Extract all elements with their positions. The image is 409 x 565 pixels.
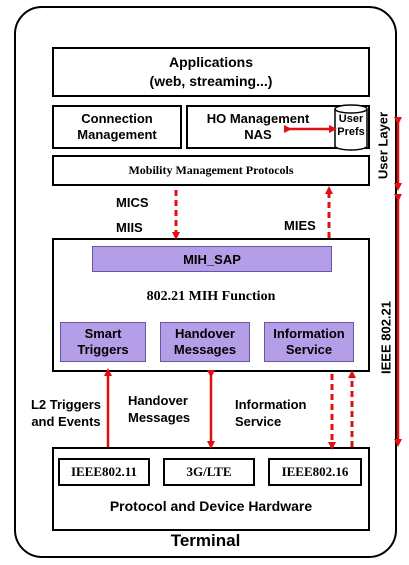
user-prefs-label: User Prefs bbox=[337, 113, 365, 138]
mobility-protocols-box: Mobility Management Protocols bbox=[52, 155, 370, 186]
applications-title: Applications bbox=[168, 54, 253, 70]
terminal-label: Terminal bbox=[170, 531, 241, 550]
hardware-label: Protocol and Device Hardware bbox=[109, 498, 313, 514]
ho-management-line1: HO Management bbox=[206, 111, 310, 126]
handover-messages-box-line1: Handover bbox=[175, 326, 235, 341]
information-service-label: Information Service bbox=[235, 397, 307, 429]
mih-sap-label: MIH_SAP bbox=[183, 251, 241, 267]
handover-messages-label: Handover Messages bbox=[128, 393, 191, 425]
smart-triggers-line2: Triggers bbox=[77, 342, 129, 357]
information-service-box-line2: Service bbox=[285, 342, 333, 357]
mih-function-title: 802.21 MIH Function bbox=[146, 289, 276, 304]
mih-sap-box: MIH_SAP bbox=[92, 246, 332, 272]
lte-label: 3G/LTE bbox=[186, 464, 232, 479]
mobility-protocols-label: Mobility Management Protocols bbox=[128, 163, 294, 177]
l2-triggers-label: L2 Triggers and Events bbox=[30, 397, 102, 429]
ho-management-line2: NAS bbox=[244, 127, 272, 142]
handover-messages-box-line2: Messages bbox=[173, 342, 237, 357]
information-service-box: Information Service bbox=[264, 322, 354, 362]
connection-management-line1: Connection bbox=[81, 111, 153, 126]
handover-messages-box: Handover Messages bbox=[160, 322, 250, 362]
connection-management-box: Connection Management bbox=[52, 105, 182, 149]
ieee80211-box: IEEE802.11 bbox=[58, 458, 150, 486]
lte-box: 3G/LTE bbox=[163, 458, 255, 486]
information-service-box-line1: Information bbox=[273, 326, 345, 341]
connection-management-line2: Management bbox=[77, 127, 157, 142]
ieee80216-label: IEEE802.16 bbox=[281, 464, 349, 479]
smart-triggers-line1: Smart bbox=[84, 326, 122, 341]
mies-label: MIES bbox=[284, 218, 316, 233]
miis-label: MIIS bbox=[116, 220, 143, 235]
ieee80216-box: IEEE802.16 bbox=[268, 458, 362, 486]
applications-box: Applications (web, streaming...) bbox=[52, 47, 370, 97]
mics-label: MICS bbox=[116, 195, 149, 210]
smart-triggers-box: Smart Triggers bbox=[60, 322, 146, 362]
ieee80211-label: IEEE802.11 bbox=[70, 464, 138, 479]
applications-subtitle: (web, streaming...) bbox=[149, 73, 273, 89]
